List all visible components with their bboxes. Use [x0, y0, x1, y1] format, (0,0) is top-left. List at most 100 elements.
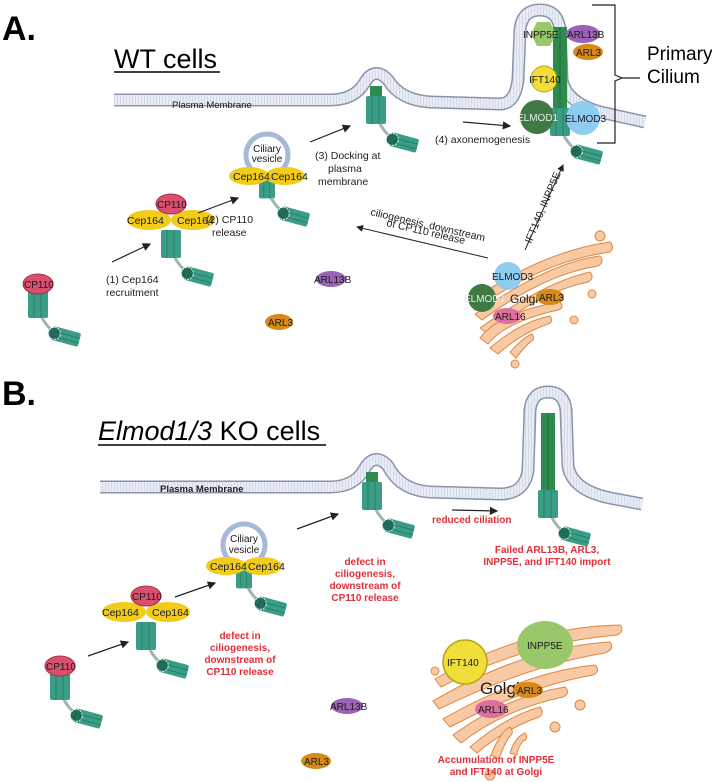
defect-text-1: defect in ciliogenesis, downstream of CP…: [204, 631, 276, 678]
arl3-free: [301, 753, 331, 769]
accumulation-line: Accumulation of INPP5E: [438, 755, 555, 766]
golgi-label: Golgi: [480, 679, 520, 698]
primary-cilium-label: Primary: [647, 44, 712, 65]
cep164-label: Cep164: [248, 561, 285, 573]
arl3-label: ARL3: [304, 757, 329, 768]
panel-a-letter: A.: [2, 10, 36, 48]
arl13b-free: [331, 698, 363, 714]
stage1-centriole-a: CP110: [22, 273, 83, 349]
accumulation-line: and IFT140 at Golgi: [450, 767, 542, 778]
panel-a-title: WT cells: [114, 44, 217, 74]
cep164-label: Cep164: [177, 215, 214, 227]
ift140-blob: [442, 639, 488, 685]
arl13b-blob: [566, 25, 600, 43]
arrow-b-step4: [451, 506, 499, 516]
plasma-membrane-b: Plasma Membrane: [100, 385, 644, 511]
arl3-label: ARL3: [268, 318, 293, 329]
cep164-label: Cep164: [210, 561, 247, 573]
elmod3-blob: [494, 262, 522, 290]
defect1-line: ciliogenesis,: [210, 643, 270, 654]
cep164-blob: [171, 210, 215, 230]
arl13b-label: ARL13B: [567, 30, 605, 41]
elmod3-label: ELMOD3: [565, 114, 607, 125]
docked-centriole-a: [365, 86, 421, 155]
arl16-label: ARL16: [495, 312, 526, 323]
primary-cilium-b: [537, 413, 593, 549]
arl13b-label: ARL13B: [314, 275, 352, 286]
step4-label: (4) axonemogenesis: [435, 134, 530, 146]
inpp5e-label: INPP5E: [527, 641, 563, 652]
cep164-label: Cep164: [127, 215, 164, 227]
arrow-step4: [462, 121, 512, 130]
arl16-blob: [475, 700, 507, 718]
arrow-step3: [309, 124, 352, 143]
membrane-label-a: Plasma Membrane: [172, 100, 252, 111]
cp110-blob: [130, 585, 162, 607]
stage1-centriole-b: CP110: [44, 655, 105, 731]
cep164-blob: [229, 167, 269, 185]
elmod1-blob: [468, 284, 496, 312]
docked-centriole-b: [361, 472, 417, 541]
inpp5e-blob: [531, 22, 556, 46]
cep164-label: Cep164: [102, 607, 139, 619]
membrane-label-b: Plasma Membrane: [160, 484, 243, 495]
vesicle-label-2: vesicle: [252, 154, 283, 165]
stage3-centriole-b: Ciliary vesicle Cep164 Cep164: [206, 521, 289, 619]
cep164-label: Cep164: [233, 171, 270, 183]
arrow-step1: [111, 243, 152, 263]
arl3-label: ARL3: [517, 686, 542, 697]
elmod3-blob: [566, 101, 600, 135]
arl3-free: [265, 314, 293, 330]
stage2-centriole-a: CP110 Cep164 Cep164: [127, 193, 216, 289]
elmod1-label: ELMOD1: [464, 294, 506, 305]
cep164-blob: [146, 602, 190, 622]
arrow-step2: [197, 196, 240, 214]
elmod1-blob: [520, 100, 554, 134]
cp110-label: CP110: [132, 592, 162, 603]
elmod3-label: ELMOD3: [492, 272, 534, 283]
ift140-label: IFT140: [447, 658, 479, 669]
reduced-ciliation-label: reduced ciliation: [432, 515, 511, 526]
elmod1-label: ELMOD1: [517, 113, 559, 124]
arrow-b-step2: [174, 581, 217, 598]
cp110-blob: [44, 655, 76, 677]
golgi-b: IFT140 INPP5E Golgi ARL3 ARL16: [430, 621, 623, 781]
panel-b: B. Elmod1/3 KO cells Plasma Membrane CP1…: [2, 375, 644, 781]
stage2-centriole-b: CP110 Cep164 Cep164: [102, 585, 191, 681]
inpp5e-blob: [517, 621, 573, 669]
step1-label: (1) Cep164: [106, 274, 159, 286]
defect2-line: ciliogenesis,: [335, 569, 395, 580]
cp110-blob: [22, 273, 54, 295]
defect-text-2: defect in ciliogenesis, downstream of CP…: [329, 557, 401, 604]
defect2-line: CP110 release: [331, 593, 399, 604]
cep164-blob: [265, 167, 305, 185]
defect1-line: CP110 release: [206, 667, 274, 678]
arrow-b-step3: [296, 512, 340, 530]
failed-import-line: Failed ARL13B, ARL3,: [495, 545, 599, 556]
arl3-blob: [536, 289, 564, 305]
cep164-label: Cep164: [152, 607, 189, 619]
panel-b-title: Elmod1/3 KO cells: [98, 416, 320, 446]
vesicle-label-2: vesicle: [229, 545, 260, 556]
cp110-label: CP110: [46, 662, 76, 673]
panel-a: A. WT cells Plasma Membrane CP110 (1) Ce…: [2, 3, 712, 369]
step1-label-2: recruitment: [106, 287, 159, 299]
arl3-blob: [513, 682, 543, 698]
arrow-b-step1: [87, 640, 130, 657]
cep164-blob: [242, 557, 282, 575]
arrow-golgi-left: [356, 224, 489, 259]
panel-b-title-italic: Elmod1/3: [98, 416, 212, 446]
arl16-blob: [493, 308, 521, 324]
step2-label-2: release: [212, 227, 247, 239]
ift140-label: IFT140: [529, 75, 561, 86]
defect1-line: downstream of: [204, 655, 276, 666]
golgi-label: Golgi: [510, 292, 538, 306]
golgi-up-label: IFT140, INPP5E: [523, 170, 564, 245]
panel-b-letter: B.: [2, 375, 36, 413]
step2-label: (2) CP110: [206, 214, 253, 226]
arl16-label: ARL16: [478, 705, 509, 716]
arl13b-label: ARL13B: [330, 702, 368, 713]
cep164-label: Cep164: [271, 171, 308, 183]
defect2-line: downstream of: [329, 581, 401, 592]
